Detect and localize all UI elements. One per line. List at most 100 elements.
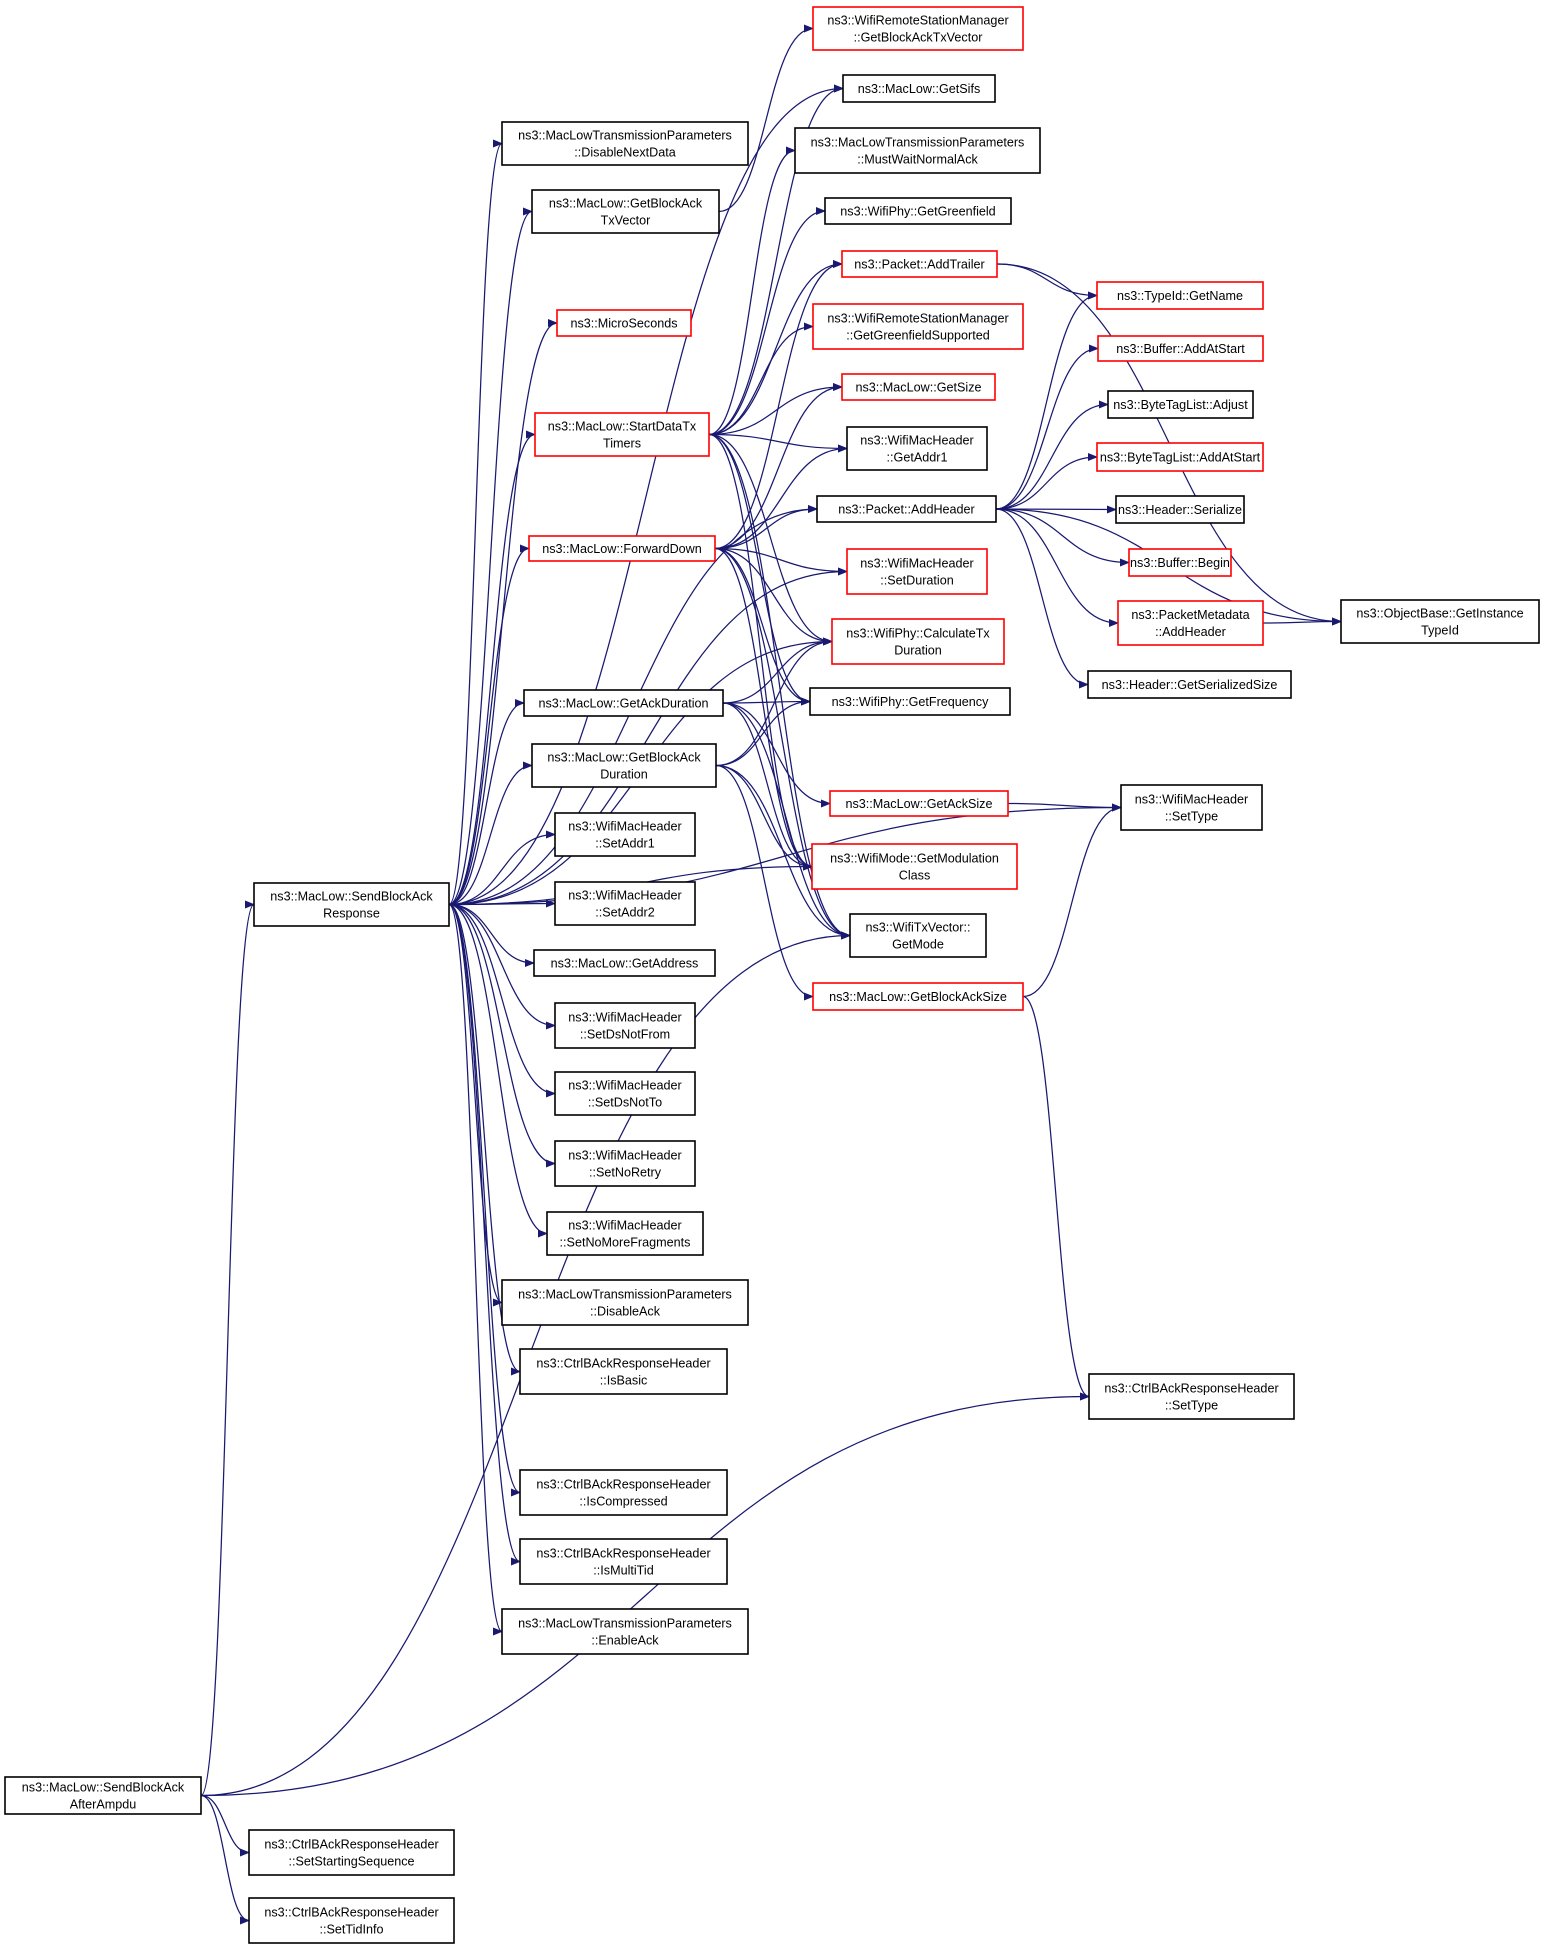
node-hdrSetType[interactable]: ns3::WifiMacHeader::SetType bbox=[1120, 784, 1263, 831]
node-box[interactable] bbox=[811, 843, 1018, 890]
node-getAddress[interactable]: ns3::MacLow::GetAddress bbox=[533, 949, 716, 977]
node-getBlockAckSize[interactable]: ns3::MacLow::GetBlockAckSize bbox=[812, 982, 1024, 1011]
node-box[interactable] bbox=[519, 1469, 728, 1516]
node-byteTagListAddAtStart[interactable]: ns3::ByteTagList::AddAtStart bbox=[1096, 442, 1264, 472]
node-disableNextData[interactable]: ns3::MacLowTransmissionParameters::Disab… bbox=[501, 121, 749, 166]
node-box[interactable] bbox=[1117, 600, 1264, 646]
node-isMultiTid[interactable]: ns3::CtrlBAckResponseHeader::IsMultiTid bbox=[519, 1538, 728, 1585]
node-getFrequency[interactable]: ns3::WifiPhy::GetFrequency bbox=[809, 687, 1011, 716]
node-box[interactable] bbox=[846, 426, 988, 471]
node-box[interactable] bbox=[248, 1829, 455, 1876]
node-box[interactable] bbox=[1107, 390, 1254, 419]
node-getGreenfield[interactable]: ns3::WifiPhy::GetGreenfield bbox=[824, 197, 1012, 225]
node-box[interactable] bbox=[1096, 442, 1264, 472]
node-box[interactable] bbox=[829, 790, 1009, 817]
node-setNoMoreFragments[interactable]: ns3::WifiMacHeader::SetNoMoreFragments bbox=[546, 1211, 704, 1256]
node-box[interactable] bbox=[501, 1608, 749, 1655]
node-getMode[interactable]: ns3::WifiTxVector::GetMode bbox=[849, 913, 987, 958]
node-box[interactable] bbox=[1087, 670, 1292, 699]
node-setTidInfo[interactable]: ns3::CtrlBAckResponseHeader::SetTidInfo bbox=[248, 1897, 455, 1944]
node-box[interactable] bbox=[519, 1538, 728, 1585]
node-headerGetSerializedSize[interactable]: ns3::Header::GetSerializedSize bbox=[1087, 670, 1292, 699]
node-box[interactable] bbox=[531, 189, 720, 234]
node-getBlockAckTxVector[interactable]: ns3::MacLow::GetBlockAckTxVector bbox=[531, 189, 720, 234]
node-box[interactable] bbox=[554, 881, 696, 926]
node-box[interactable] bbox=[531, 743, 717, 788]
node-mustWaitNormalAck[interactable]: ns3::MacLowTransmissionParameters::MustW… bbox=[794, 127, 1041, 174]
node-box[interactable] bbox=[794, 127, 1041, 174]
node-microSeconds[interactable]: ns3::MicroSeconds bbox=[556, 309, 692, 337]
node-box[interactable] bbox=[841, 373, 996, 401]
node-box[interactable] bbox=[523, 689, 724, 717]
node-box[interactable] bbox=[812, 982, 1024, 1011]
node-hdrSetAddr2[interactable]: ns3::WifiMacHeader::SetAddr2 bbox=[554, 881, 696, 926]
node-getAddr1[interactable]: ns3::WifiMacHeader::GetAddr1 bbox=[846, 426, 988, 471]
node-box[interactable] bbox=[1120, 784, 1263, 831]
node-addTrailer[interactable]: ns3::Packet::AddTrailer bbox=[841, 250, 998, 278]
node-box[interactable] bbox=[501, 1279, 749, 1326]
node-box[interactable] bbox=[1088, 1373, 1295, 1420]
node-box[interactable] bbox=[1096, 281, 1264, 310]
node-bufferAddAtStart[interactable]: ns3::Buffer::AddAtStart bbox=[1097, 335, 1264, 362]
node-isBasic[interactable]: ns3::CtrlBAckResponseHeader::IsBasic bbox=[519, 1348, 728, 1395]
node-box[interactable] bbox=[831, 618, 1005, 665]
node-disableAck[interactable]: ns3::MacLowTransmissionParameters::Disab… bbox=[501, 1279, 749, 1326]
node-box[interactable] bbox=[533, 949, 716, 977]
node-setNoRetry[interactable]: ns3::WifiMacHeader::SetNoRetry bbox=[554, 1140, 696, 1187]
node-setStartingSequence[interactable]: ns3::CtrlBAckResponseHeader::SetStarting… bbox=[248, 1829, 455, 1876]
node-box[interactable] bbox=[554, 1071, 696, 1116]
node-getGreenfieldSupported[interactable]: ns3::WifiRemoteStationManager::GetGreenf… bbox=[812, 303, 1024, 350]
node-getName[interactable]: ns3::TypeId::GetName bbox=[1096, 281, 1264, 310]
node-getAckSize[interactable]: ns3::MacLow::GetAckSize bbox=[829, 790, 1009, 817]
node-enableAck[interactable]: ns3::MacLowTransmissionParameters::Enabl… bbox=[501, 1608, 749, 1655]
node-ctrlSetType[interactable]: ns3::CtrlBAckResponseHeader::SetType bbox=[1088, 1373, 1295, 1420]
node-box[interactable] bbox=[253, 882, 450, 927]
node-box[interactable] bbox=[1128, 548, 1232, 577]
node-box[interactable] bbox=[1115, 495, 1245, 524]
node-box[interactable] bbox=[248, 1897, 455, 1944]
node-forwardDown[interactable]: ns3::MacLow::ForwardDown bbox=[528, 535, 716, 562]
node-box[interactable] bbox=[501, 121, 749, 166]
node-headerSerialize[interactable]: ns3::Header::Serialize bbox=[1115, 495, 1245, 524]
node-box[interactable] bbox=[4, 1776, 202, 1815]
node-getAckDuration[interactable]: ns3::MacLow::GetAckDuration bbox=[523, 689, 724, 717]
node-box[interactable] bbox=[816, 495, 997, 523]
node-getSifs[interactable]: ns3::MacLow::GetSifs bbox=[842, 74, 996, 103]
node-packetMetadataAddHeader[interactable]: ns3::PacketMetadata::AddHeader bbox=[1117, 600, 1264, 646]
node-wrsmGetBlockAckTxVector[interactable]: ns3::WifiRemoteStationManager::GetBlockA… bbox=[812, 6, 1024, 51]
node-macLowGetSize[interactable]: ns3::MacLow::GetSize bbox=[841, 373, 996, 401]
node-box[interactable] bbox=[554, 812, 696, 857]
node-box[interactable] bbox=[812, 303, 1024, 350]
node-box[interactable] bbox=[812, 6, 1024, 51]
node-box[interactable] bbox=[1340, 599, 1540, 644]
node-bufferBegin[interactable]: ns3::Buffer::Begin bbox=[1128, 548, 1232, 577]
node-hdrSetAddr1[interactable]: ns3::WifiMacHeader::SetAddr1 bbox=[554, 812, 696, 857]
node-setDsNotTo[interactable]: ns3::WifiMacHeader::SetDsNotTo bbox=[554, 1071, 696, 1116]
node-box[interactable] bbox=[824, 197, 1012, 225]
node-box[interactable] bbox=[842, 74, 996, 103]
node-box[interactable] bbox=[519, 1348, 728, 1395]
node-box[interactable] bbox=[554, 1140, 696, 1187]
node-isCompressed[interactable]: ns3::CtrlBAckResponseHeader::IsCompresse… bbox=[519, 1469, 728, 1516]
node-setDuration[interactable]: ns3::WifiMacHeader::SetDuration bbox=[846, 548, 988, 595]
node-box[interactable] bbox=[841, 250, 998, 278]
node-box[interactable] bbox=[546, 1211, 704, 1256]
node-box[interactable] bbox=[1097, 335, 1264, 362]
node-addHeader[interactable]: ns3::Packet::AddHeader bbox=[816, 495, 997, 523]
node-box[interactable] bbox=[846, 548, 988, 595]
node-box[interactable] bbox=[554, 1002, 696, 1049]
node-box[interactable] bbox=[528, 535, 716, 562]
node-box[interactable] bbox=[556, 309, 692, 337]
node-byteTagListAdjust[interactable]: ns3::ByteTagList::Adjust bbox=[1107, 390, 1254, 419]
node-box[interactable] bbox=[534, 412, 710, 457]
node-box[interactable] bbox=[849, 913, 987, 958]
node-setDsNotFrom[interactable]: ns3::WifiMacHeader::SetDsNotFrom bbox=[554, 1002, 696, 1049]
node-box[interactable] bbox=[809, 687, 1011, 716]
